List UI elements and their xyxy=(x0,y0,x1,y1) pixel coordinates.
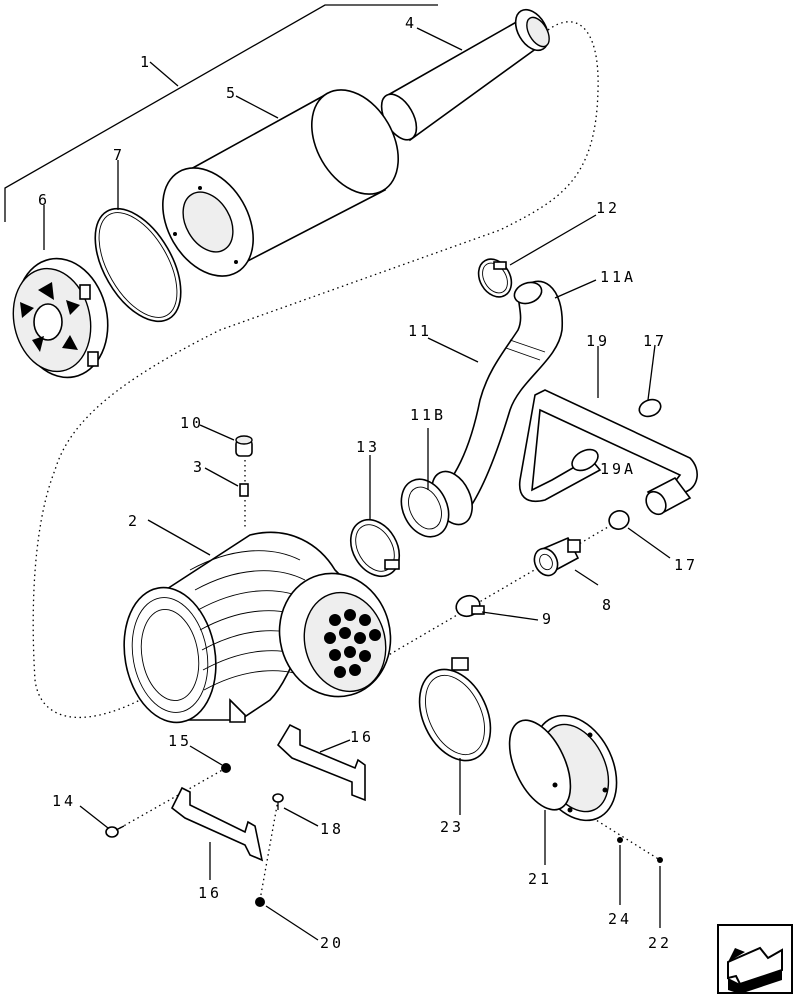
part-11b-hose-end xyxy=(400,470,473,538)
part-21-ring xyxy=(508,714,618,822)
label-7: 7 xyxy=(113,146,125,164)
label-19a: 19A xyxy=(600,460,636,478)
leader-lines xyxy=(43,27,671,941)
label-11a: 11A xyxy=(600,268,636,286)
part-17-clamp-lower xyxy=(608,510,630,530)
assembly-dotted-path xyxy=(32,21,599,719)
label-16-upper: 16 xyxy=(350,728,374,746)
part-16-bracket-lower xyxy=(170,786,264,862)
label-6: 6 xyxy=(38,191,50,209)
part-6-cover xyxy=(12,257,109,379)
label-14: 14 xyxy=(52,792,76,810)
part-5-primary-element xyxy=(162,89,400,277)
label-1: 1 xyxy=(140,53,152,71)
part-13-clamp xyxy=(349,518,401,578)
dotted-line-8-9 xyxy=(379,519,621,661)
part-15-nut xyxy=(221,763,231,773)
part-18-bolt xyxy=(272,793,284,810)
part-4-safety-element xyxy=(380,8,550,142)
label-24: 24 xyxy=(608,910,632,928)
part-20-nut xyxy=(255,897,265,907)
part-14-bolt xyxy=(105,825,125,838)
label-4: 4 xyxy=(405,14,417,32)
label-22: 22 xyxy=(648,934,672,952)
part-9-clamp xyxy=(455,594,485,618)
label-11b: 11B xyxy=(410,406,446,424)
label-23: 23 xyxy=(440,818,464,836)
part-8-fitting xyxy=(533,536,581,577)
part-17-clamp-upper xyxy=(638,398,662,418)
label-15: 15 xyxy=(168,732,192,750)
label-10: 10 xyxy=(180,414,204,432)
part-19-tube xyxy=(518,389,698,502)
part-22-screw xyxy=(657,857,663,863)
part-7-o-ring xyxy=(94,207,182,323)
label-8: 8 xyxy=(602,596,614,614)
part-3-fitting xyxy=(239,483,249,497)
part-24-screw xyxy=(617,837,623,843)
label-18: 18 xyxy=(320,820,344,838)
part-1-assembly-bracket xyxy=(4,4,438,222)
label-17-lower: 17 xyxy=(674,556,698,574)
label-20: 20 xyxy=(320,934,344,952)
part-16-bracket-upper xyxy=(276,723,366,802)
part-23-band-clamp xyxy=(418,657,492,762)
label-17-upper: 17 xyxy=(643,332,667,350)
label-5: 5 xyxy=(226,84,238,102)
part-2-air-cleaner-housing xyxy=(123,531,392,724)
label-16-lower: 16 xyxy=(198,884,222,902)
label-13: 13 xyxy=(356,438,380,456)
dotted-line-18-20 xyxy=(259,799,279,901)
label-3: 3 xyxy=(193,458,205,476)
part-19a-tube-end xyxy=(645,476,692,516)
arrow-nav-icon[interactable] xyxy=(717,924,793,994)
label-9: 9 xyxy=(542,610,554,628)
label-19: 19 xyxy=(586,332,610,350)
label-12: 12 xyxy=(596,199,620,217)
part-12-clamp xyxy=(477,258,513,298)
label-21: 21 xyxy=(528,870,552,888)
label-2: 2 xyxy=(128,512,140,530)
dotted-line-14 xyxy=(119,767,227,829)
part-10-indicator xyxy=(235,435,253,457)
label-11: 11 xyxy=(408,322,432,340)
